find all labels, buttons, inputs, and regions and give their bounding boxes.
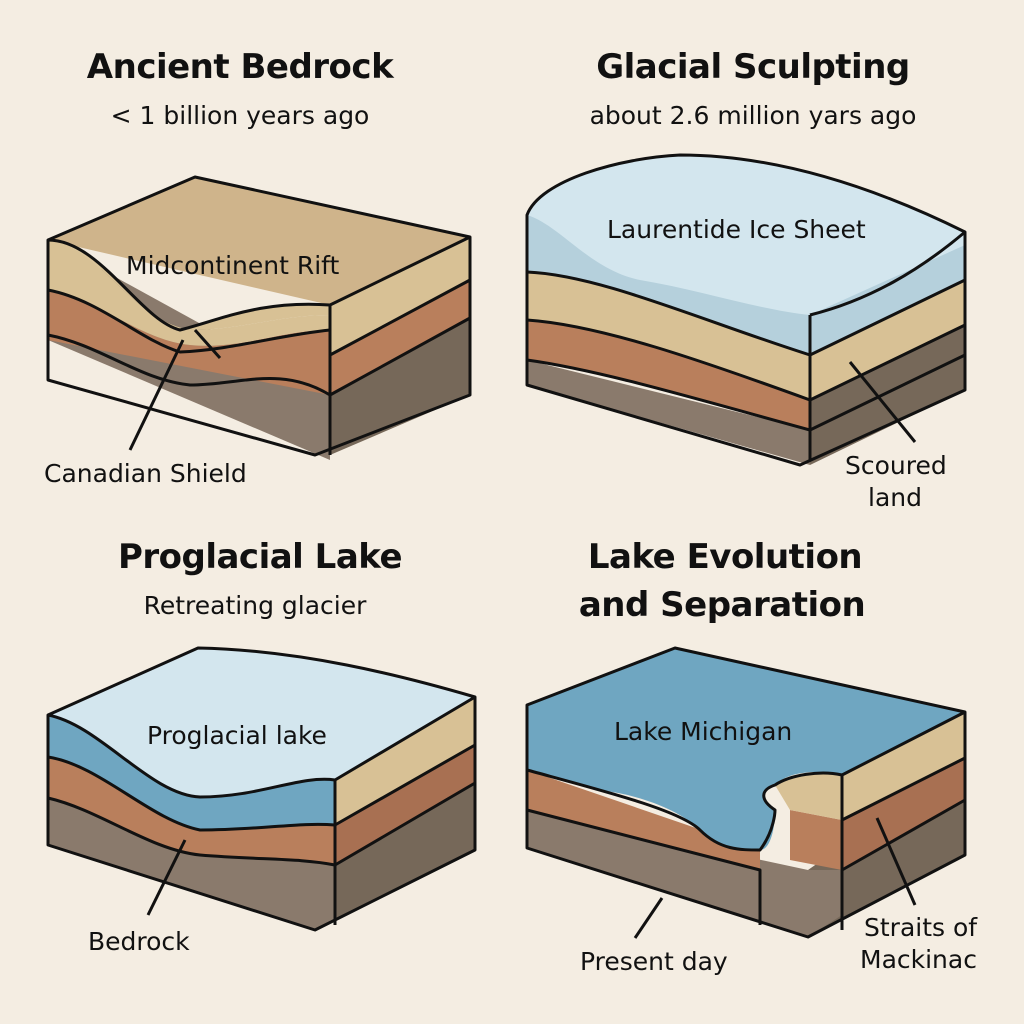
bedrock-label: Bedrock: [88, 927, 190, 956]
canadian-shield-label: Canadian Shield: [44, 459, 247, 488]
panel-3-subtitle: Retreating glacier: [143, 591, 367, 620]
lake-michigan-label: Lake Michigan: [614, 717, 793, 746]
present-day-label: Present day: [580, 947, 728, 976]
panel-4-title-line2: and Separation: [578, 585, 866, 625]
scoured-land-label-line1: Scoured: [845, 451, 947, 480]
midcontinent-rift-label: Midcontinent Rift: [126, 251, 340, 280]
panel-2-title: Glacial Sculpting: [596, 47, 910, 87]
scoured-land-label-line2: land: [868, 483, 922, 512]
panel-2-subtitle: about 2.6 million yars ago: [589, 101, 917, 130]
straits-of-mackinac-label-line1: Straits of: [864, 913, 978, 942]
panel-1-title: Ancient Bedrock: [86, 47, 394, 87]
straits-of-mackinac-label-line2: Mackinac: [860, 945, 977, 974]
laurentide-ice-sheet-label: Laurentide Ice Sheet: [607, 215, 866, 244]
panel-1-subtitle: < 1 billion years ago: [110, 101, 370, 130]
panel-3-title: Proglacial Lake: [117, 537, 403, 577]
proglacial-lake-label: Proglacial lake: [147, 721, 327, 750]
panel-4-title-line1: Lake Evolution: [587, 537, 863, 577]
